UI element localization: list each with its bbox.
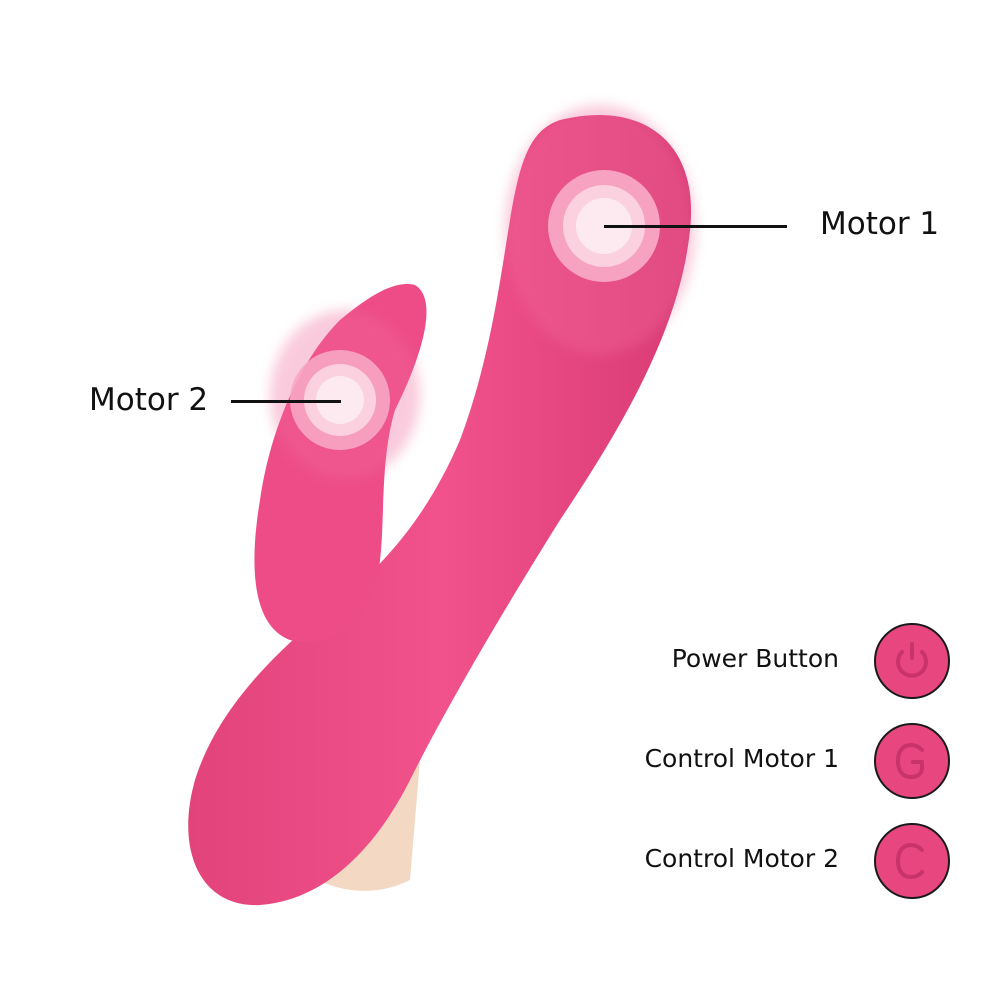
motor-2-leader-line	[231, 400, 341, 403]
motor-1-leader-line	[604, 225, 787, 228]
control-motor-1-button	[874, 723, 950, 799]
control-motor-2-label: Control Motor 2	[644, 844, 839, 873]
control-motor-2-button	[874, 823, 950, 899]
motor-1-label: Motor 1	[820, 206, 940, 242]
motor-2-label: Motor 2	[89, 382, 209, 418]
power-button	[874, 623, 950, 699]
power-button-label: Power Button	[671, 644, 839, 673]
control-motor-1-label: Control Motor 1	[644, 744, 839, 773]
power-icon	[896, 642, 928, 678]
letter-c-icon	[895, 842, 924, 880]
letter-g-icon	[896, 743, 924, 779]
